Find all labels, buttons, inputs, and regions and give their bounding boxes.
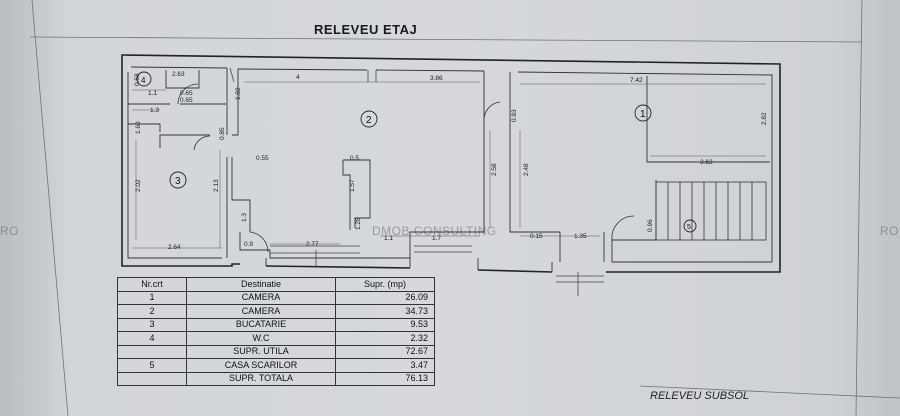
table-row: 2 CAMERA 34.73 [117, 304, 435, 319]
watermark-right: RO [880, 224, 899, 238]
room-5-label: 5 [687, 224, 691, 231]
dim-label: 2.64 [168, 244, 181, 251]
cell-nr: 1 [117, 290, 187, 305]
room-2-label: 2 [366, 115, 372, 126]
dim-label: 2.02 [135, 179, 142, 192]
dim-label: 1.82 [235, 87, 242, 100]
dim-label: 3.62 [700, 159, 713, 166]
dim-label: 2.63 [172, 71, 185, 78]
dim-label: 0.65 [180, 90, 193, 97]
cell-nr: 2 [117, 304, 187, 319]
table-row: SUPR. TOTALA 76.13 [117, 371, 435, 386]
table-row: 4 W.C 2.32 [117, 331, 435, 346]
cell-nr: 3 [117, 317, 187, 332]
dim-label: 2.13 [213, 179, 220, 192]
dim-label: 2.48 [523, 163, 530, 176]
table-row: 5 CASA SCARILOR 3.47 [117, 358, 435, 373]
cell-area: 34.73 [335, 304, 435, 319]
dim-label: 1.3 [150, 107, 159, 114]
cell-destination: CAMERA [186, 290, 336, 305]
dim-label: 2.58 [491, 163, 498, 176]
cell-destination: SUPR. TOTALA [186, 371, 336, 386]
dim-label: 0.9 [244, 241, 253, 248]
dim-label: 2.77 [306, 241, 319, 248]
cell-area: 9.53 [335, 317, 435, 332]
dim-label: 0.55 [256, 155, 269, 162]
cell-destination: W.C [186, 331, 336, 346]
dim-label: 1.1 [148, 90, 157, 97]
frame-line-left [31, 0, 69, 416]
inner-walls [127, 66, 773, 272]
cell-nr: 4 [117, 331, 187, 346]
watermark-left: RO [0, 224, 19, 238]
cell-destination: CAMERA [186, 304, 336, 319]
cell-area: 26.09 [335, 290, 435, 305]
frame-line-top [29, 36, 863, 43]
dim-label: 0.58 [134, 73, 141, 86]
col-header-destination: Destinatie [186, 277, 336, 292]
cell-nr: 5 [117, 358, 187, 373]
dim-label: 1.60 [135, 121, 142, 134]
cell-area: 76.13 [335, 371, 435, 386]
dim-label: 1.1 [384, 235, 393, 242]
outer-walls [121, 54, 781, 273]
dimension-lines [132, 81, 766, 249]
room-3-marker [169, 171, 187, 189]
col-header-area: Supr. (mp) [335, 277, 435, 292]
dim-label: 4 [296, 74, 300, 81]
cell-area: 2.32 [335, 331, 435, 346]
dim-label: 0.5 [350, 155, 359, 162]
room-2-marker [360, 110, 378, 128]
plan-title: RELEVEU ETAJ [314, 22, 418, 37]
dim-label: 0.65 [180, 97, 193, 104]
window-marks [229, 67, 604, 296]
dim-label: 0.85 [219, 127, 226, 140]
room-4-label: 4 [141, 76, 146, 85]
cell-destination: SUPR. UTILA [186, 344, 336, 359]
dim-label: 1.3 [241, 213, 248, 222]
cell-nr [117, 344, 187, 359]
cell-area: 72.67 [335, 344, 435, 359]
frame-line-bottom [639, 385, 900, 399]
dim-label: 1.7 [432, 235, 441, 242]
room-5-marker [683, 219, 697, 233]
table-row: 3 BUCATARIE 9.53 [117, 317, 435, 332]
room-3-label: 3 [175, 176, 181, 187]
dim-label: 0.96 [647, 219, 654, 232]
cell-nr [117, 371, 187, 386]
room-1-label: 1 [640, 109, 646, 120]
table-row: SUPR. UTILA 72.67 [117, 344, 435, 359]
table-row: 1 CAMERA 26.09 [117, 290, 435, 305]
dimension-labels: 2.63 0.58 1.1 0.65 0.65 1.3 1.82 4 3.86 … [134, 71, 768, 251]
dim-label: 1.57 [349, 179, 356, 192]
dim-label: 1.35 [574, 233, 587, 240]
dim-label: 2.82 [761, 112, 768, 125]
surfaces-table: Nr.crt Destinatie Supr. (mp) 1 CAMERA 26… [117, 277, 435, 386]
cell-destination: BUCATARIE [186, 317, 336, 332]
dim-label: 3.86 [430, 75, 443, 82]
watermark-center: DMOB CONSULTING [372, 224, 497, 238]
table-header-row: Nr.crt Destinatie Supr. (mp) [117, 277, 435, 292]
room-4-marker [136, 71, 152, 87]
room-1-marker [634, 104, 652, 122]
dim-label: 1.28 [355, 217, 362, 230]
frame-line-right [855, 0, 863, 416]
door-swings [177, 83, 635, 253]
dim-label: 7.42 [630, 77, 643, 84]
cell-destination: CASA SCARILOR [186, 358, 336, 373]
staircase [655, 181, 767, 241]
col-header-nr: Nr.crt [117, 277, 187, 292]
basement-plan-title: RELEVEU SUBSOL [650, 390, 750, 402]
cell-area: 3.47 [335, 358, 435, 373]
dim-label: 0.15 [530, 233, 543, 240]
dim-label: 0.83 [511, 109, 518, 122]
